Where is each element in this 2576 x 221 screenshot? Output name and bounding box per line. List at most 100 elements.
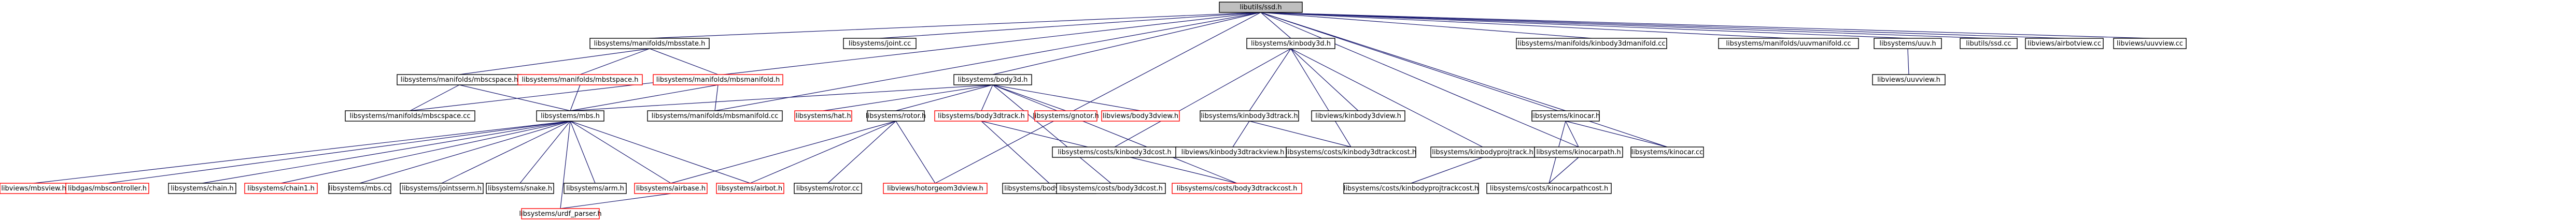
node-box xyxy=(634,183,708,194)
node-body3dcost-h[interactable]: libsystems/costs/body3dcost.h xyxy=(1056,183,1166,194)
node-label: libsystems/kinbody3d.h xyxy=(1251,40,1331,48)
node-label: libsystems/joint.cc xyxy=(849,40,911,48)
node-label: libsystems/snake.h xyxy=(488,185,552,193)
node-airbase-h[interactable]: libsystems/airbase.h xyxy=(634,183,708,194)
node-body3dview-h[interactable]: libviews/body3dview.h xyxy=(1101,110,1180,122)
node-box xyxy=(1101,110,1180,122)
node-chain-h[interactable]: libsystems/chain.h xyxy=(168,183,236,194)
node-box xyxy=(244,183,318,194)
node-mbscontroller-h[interactable]: libdgas/mbscontroller.h xyxy=(65,183,149,194)
node-mbs-h[interactable]: libsystems/mbs.h xyxy=(536,110,604,122)
edge-root-to-kinocarpath_h xyxy=(1260,12,1579,148)
edge-root-to-kinocar_h xyxy=(1260,12,1566,111)
edges xyxy=(33,12,2150,209)
node-kinbody3dview-h[interactable]: libviews/kinbody3dview.h xyxy=(1311,110,1405,122)
node-label: libviews/hotorgeom3dview.h xyxy=(887,185,983,193)
node-box xyxy=(517,74,643,85)
node-label: libsystems/kinocar.cc xyxy=(1631,149,1704,156)
node-kinbody3dtrackview-h[interactable]: libviews/kinbody3dtrackview.h xyxy=(1175,146,1290,158)
node-rotor-h[interactable]: libsystems/rotor.h xyxy=(866,110,926,122)
edge-body3d_h-to-body3dtrackcost_h xyxy=(992,84,1237,184)
edge-mbs_h-to-snake_h xyxy=(519,121,571,184)
node-label: libsystems/costs/kinocarpathcost.h xyxy=(1490,185,1608,193)
edge-root-to-manifold_mbsstate_h xyxy=(649,12,1261,39)
edge-root-to-uuvmanifold_cc xyxy=(1260,12,1789,39)
node-label: libsystems/costs/kinbodyprojtrackcost.h xyxy=(1344,185,1479,193)
edge-uuv_h-to-uuvview_h xyxy=(1907,48,1909,75)
node-gnotor-h[interactable]: libsystems/gnotor.h xyxy=(1033,110,1099,122)
node-body3d-h[interactable]: libsystems/body3d.h xyxy=(953,74,1032,85)
node-label: libsystems/manifolds/mbstspace.h xyxy=(522,76,639,84)
node-box xyxy=(1960,38,2018,49)
node-kinocarpath-h[interactable]: libsystems/kinocarpath.h xyxy=(1534,146,1623,158)
node-mbsview-h[interactable]: libviews/mbsview.h xyxy=(0,183,68,194)
node-body3dtrackcost-h[interactable]: libsystems/costs/body3dtrackcost.h xyxy=(1172,183,1302,194)
node-joint-cc[interactable]: libsystems/joint.cc xyxy=(843,38,917,49)
node-mbsmanifold-h[interactable]: libsystems/manifolds/mbsmanifold.h xyxy=(653,74,783,85)
node-kinbody3dcost-h[interactable]: libsystems/costs/kinbody3dcost.h xyxy=(1052,146,1177,158)
edge-body3dtrack_h-to-body3dtrack_cc xyxy=(981,121,1050,184)
node-label: libsystems/manifolds/kinbody3dmanifold.c… xyxy=(1517,40,1665,48)
node-jointsserm-h[interactable]: libsystems/jointsserm.h xyxy=(400,183,484,194)
node-chain1-h[interactable]: libsystems/chain1.h xyxy=(244,183,318,194)
node-kinbody3dtrackcost-h[interactable]: libsystems/costs/kinbody3dtrackcost.h xyxy=(1286,146,1416,158)
node-uuvmanifold-cc[interactable]: libsystems/manifolds/uuvmanifold.cc xyxy=(1718,38,1859,49)
node-box xyxy=(794,110,852,122)
node-label: libsystems/manifolds/mbsmanifold.h xyxy=(656,76,780,84)
node-box xyxy=(843,38,917,49)
node-uuv-h[interactable]: libsystems/uuv.h xyxy=(1874,38,1942,49)
node-airbot-h[interactable]: libsystems/airbot.h xyxy=(716,183,784,194)
node-kinbody3dtrack-h[interactable]: libsystems/kinbody3dtrack.h xyxy=(1200,110,1299,122)
node-box xyxy=(328,183,391,194)
node-kinbodyprojtrackcost-h[interactable]: libsystems/costs/kinbodyprojtrackcost.h xyxy=(1343,183,1479,194)
node-box xyxy=(2025,38,2104,49)
node-libutils-ssd-cc[interactable]: libutils/ssd.cc xyxy=(1960,38,2018,49)
node-manifold-mbsstate-h[interactable]: libsystems/manifolds/mbsstate.h xyxy=(589,38,710,49)
node-box xyxy=(653,74,783,85)
node-mbscspace-h[interactable]: libsystems/manifolds/mbscspace.h xyxy=(397,74,522,85)
node-snake-h[interactable]: libsystems/snake.h xyxy=(486,183,554,194)
node-box xyxy=(1486,183,1612,194)
node-kinocar-cc[interactable]: libsystems/kinocar.cc xyxy=(1630,146,1704,158)
node-kinbodyprojtrack-h[interactable]: libsystems/kinbodyprojtrack.h xyxy=(1430,146,1535,158)
node-kinocarpathcost-h[interactable]: libsystems/costs/kinocarpathcost.h xyxy=(1486,183,1612,194)
node-hat-h[interactable]: libsystems/hat.h xyxy=(794,110,852,122)
node-root[interactable]: libutils/ssd.h xyxy=(1219,2,1303,13)
node-uuvview-cc[interactable]: libviews/uuvview.cc xyxy=(2113,38,2187,49)
node-mbsmanifold-cc[interactable]: libsystems/manifolds/mbsmanifold.cc xyxy=(647,110,783,122)
node-label: libsystems/gnotor.h xyxy=(1033,112,1099,120)
node-box xyxy=(1630,146,1704,158)
node-arm-h[interactable]: libsystems/arm.h xyxy=(564,183,627,194)
node-label: libsystems/mbs.cc xyxy=(329,185,391,193)
node-label: libviews/mbsview.h xyxy=(1,185,66,193)
edge-body3d_h-to-body3dview_h xyxy=(992,84,1141,111)
edge-mbsmanifold_h-to-mbsmanifold_cc xyxy=(714,84,719,111)
node-label: libsystems/rotor.h xyxy=(866,112,926,120)
edge-root-to-hotorgeom3dview_h xyxy=(935,12,1261,184)
node-label: libsystems/body3d.h xyxy=(958,76,1028,84)
node-mbstspace-h[interactable]: libsystems/manifolds/mbstspace.h xyxy=(517,74,643,85)
node-label: libsystems/kinocar.h xyxy=(1531,112,1600,120)
node-kinbody3d-h[interactable]: libsystems/kinbody3d.h xyxy=(1246,38,1335,49)
edge-kinbody3d_h-to-kinbody3dcost_h xyxy=(1114,48,1291,148)
edge-kinocar_h-to-kinocarpath_h xyxy=(1565,121,1579,148)
edge-root-to-uuv_h xyxy=(1260,12,1908,39)
node-mbs-cc[interactable]: libsystems/mbs.cc xyxy=(328,183,391,194)
edge-mbs_h-to-mbscontroller_h xyxy=(107,121,571,184)
node-kinocar-h[interactable]: libsystems/kinocar.h xyxy=(1531,110,1600,122)
node-hotorgeom3dview-h[interactable]: libviews/hotorgeom3dview.h xyxy=(883,183,988,194)
node-uuvview-h[interactable]: libviews/uuvview.h xyxy=(1872,74,1946,85)
node-box xyxy=(934,110,1029,122)
node-mbscspace-cc[interactable]: libsystems/manifolds/mbscspace.cc xyxy=(345,110,475,122)
edge-mbs_h-to-arm_h xyxy=(570,121,596,184)
edge-root-to-kinocar_cc xyxy=(1260,12,1668,148)
node-airbotview-cc[interactable]: libviews/airbotview.cc xyxy=(2025,38,2104,49)
node-body3dtrack-h[interactable]: libsystems/body3dtrack.h xyxy=(934,110,1029,122)
node-label: libviews/kinbody3dtrackview.h xyxy=(1181,149,1285,156)
edge-root-to-joint_cc xyxy=(879,12,1261,39)
edge-kinbody3d_h-to-kinbody3dtrackcost_h xyxy=(1290,48,1352,148)
node-rotor-cc[interactable]: libsystems/rotor.cc xyxy=(794,183,862,194)
node-kinbody3dmanifold-cc[interactable]: libsystems/manifolds/kinbody3dmanifold.c… xyxy=(1516,38,1667,49)
node-urdf-parser-h[interactable]: libsystems/urdf_parser.h xyxy=(519,208,602,219)
